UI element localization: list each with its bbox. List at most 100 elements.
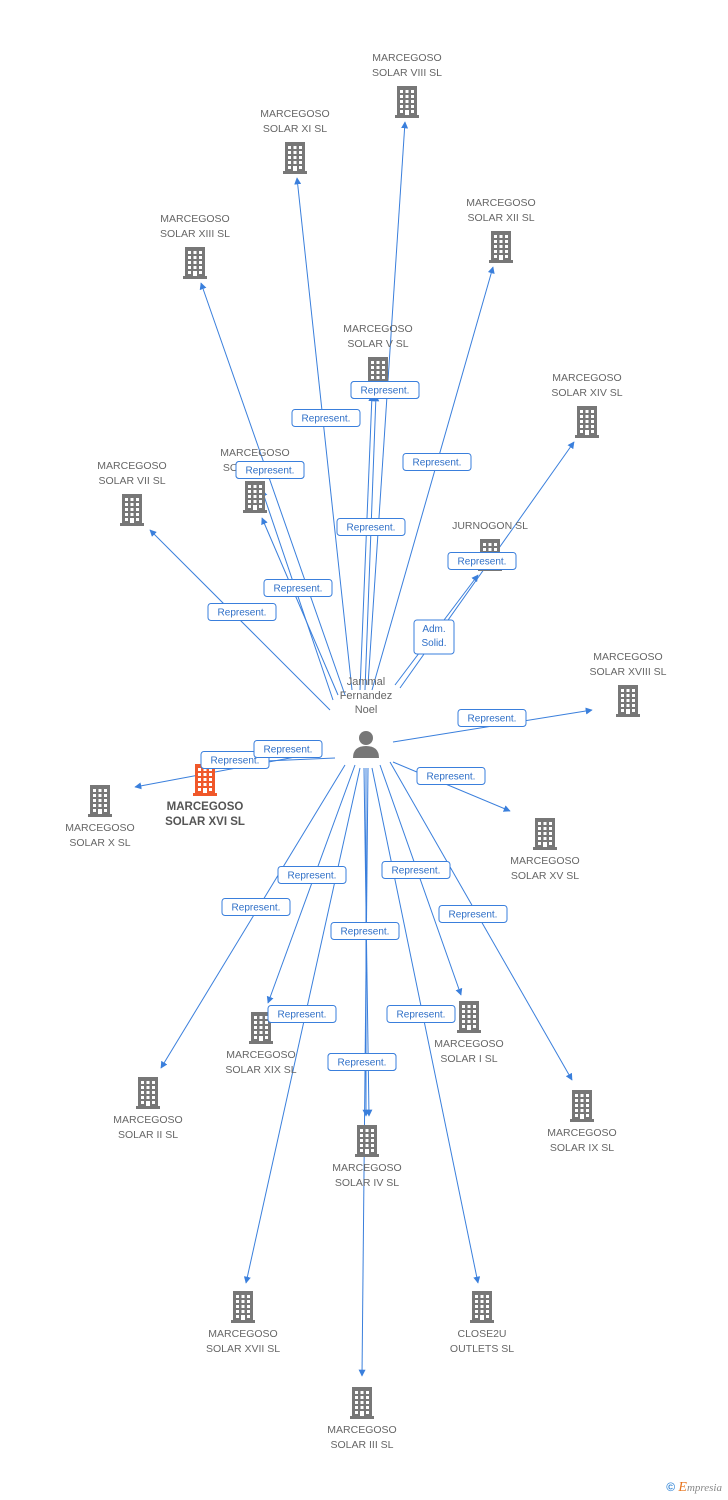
company-label-line: OUTLETS SL: [450, 1343, 514, 1355]
building-icon: [457, 1001, 481, 1033]
building-icon: [395, 86, 419, 118]
edge-label-close2u[interactable]: Represent.: [386, 1005, 456, 1023]
edge-label-xv[interactable]: Represent.: [416, 767, 486, 785]
edge-line-ii: [160, 764, 346, 1069]
edge-label-text: Represent.: [264, 745, 313, 756]
edge-label-text: Solid.: [421, 638, 446, 649]
edge-label-vi[interactable]: Represent.: [235, 461, 305, 479]
edge-line-xi: [294, 177, 353, 691]
company-node-xiii[interactable]: MARCEGOSO SOLAR XIII SL: [160, 213, 230, 279]
edge-line-xvii: [243, 767, 361, 1284]
building-icon: [616, 685, 640, 717]
edge-label-xviii[interactable]: Represent.: [457, 709, 527, 727]
company-label-line: SOLAR V SL: [347, 338, 408, 350]
company-label-line: SOLAR XV SL: [511, 870, 579, 882]
edge-label-v[interactable]: Represent.: [350, 381, 420, 399]
company-label-line: MARCEGOSO: [343, 323, 412, 335]
company-node-ii[interactable]: MARCEGOSO SOLAR II SL: [113, 1077, 183, 1141]
company-node-xvi[interactable]: MARCEGOSO SOLAR XVI SL: [165, 764, 245, 828]
edge-label-vii[interactable]: Represent.: [207, 603, 277, 621]
edge-label-jurnogon[interactable]: Represent.: [447, 552, 517, 570]
company-node-v[interactable]: MARCEGOSO SOLAR V SL: [343, 323, 413, 389]
edge-label-i[interactable]: Represent.: [381, 861, 451, 879]
company-label-line: MARCEGOSO: [208, 1328, 277, 1340]
edge-line-xv: [392, 761, 511, 812]
building-icon: [183, 247, 207, 279]
edge-line-i: [379, 764, 463, 996]
edge-label-ix[interactable]: Represent.: [438, 905, 508, 923]
footer-brand: © Empresia: [666, 1480, 722, 1496]
company-label-line: SOLAR XIII SL: [160, 228, 230, 240]
company-label-line: MARCEGOSO: [593, 651, 662, 663]
company-label-line: MARCEGOSO: [113, 1114, 182, 1126]
building-icon: [533, 818, 557, 850]
edge-label-text: Represent.: [232, 903, 281, 914]
edge-line-xiii: [199, 282, 346, 696]
edge-label-text: Represent.: [278, 1010, 327, 1021]
edge-label-iv[interactable]: Represent.: [327, 1053, 397, 1071]
edge-label-text: Represent.: [288, 871, 337, 882]
edge-label-xi[interactable]: Represent.: [291, 409, 361, 427]
company-label-line: MARCEGOSO: [160, 213, 229, 225]
edge-line-iii: [358, 767, 369, 1377]
edge-label-x[interactable]: Represent.: [200, 751, 270, 769]
edge-label-text: Represent.: [338, 1058, 387, 1069]
edge-label-vi[interactable]: Represent.: [263, 579, 333, 597]
edge-label-iv[interactable]: Represent.: [330, 922, 400, 940]
company-label-line: SOLAR IX SL: [550, 1142, 614, 1154]
company-label-line: MARCEGOSO: [547, 1127, 616, 1139]
person-icon: [353, 731, 379, 758]
edge-label-xix[interactable]: Represent.: [277, 866, 347, 884]
edge-label-xii[interactable]: Represent.: [402, 453, 472, 471]
company-label-line: SOLAR II SL: [118, 1129, 178, 1141]
edge-label-text: Represent.: [211, 756, 260, 767]
company-label-line: MARCEGOSO: [372, 52, 441, 64]
company-label-line: SOLAR XII SL: [467, 212, 534, 224]
building-icon: [570, 1090, 594, 1122]
edge-label-v[interactable]: Represent.: [336, 518, 406, 536]
building-icon: [88, 785, 112, 817]
company-label-line: MARCEGOSO: [65, 822, 134, 834]
person-name-line: Noel: [355, 704, 378, 716]
edge-line-xii: [371, 266, 495, 691]
edge-label-xvi[interactable]: Represent.: [253, 740, 323, 758]
edge-label-text: Represent.: [392, 866, 441, 877]
brand-logo-initial: E: [678, 1480, 687, 1495]
company-label-line: SOLAR VII SL: [98, 475, 165, 487]
company-label-line: MARCEGOSO: [167, 801, 244, 813]
company-label-line: SOLAR XIX SL: [225, 1064, 296, 1076]
building-icon: [470, 1291, 494, 1323]
edge-label-xiv[interactable]: Adm.Solid.: [413, 619, 455, 655]
edge-label-text: Represent.: [458, 557, 507, 568]
company-label-line: JURNOGON SL: [452, 520, 528, 532]
building-icon: [243, 481, 267, 513]
edge-label-xvii[interactable]: Represent.: [267, 1005, 337, 1023]
edge-label-text: Represent.: [274, 584, 323, 595]
edge-label-ii[interactable]: Represent.: [221, 898, 291, 916]
edge-label-text: Represent.: [397, 1010, 446, 1021]
company-node-ix[interactable]: MARCEGOSO SOLAR IX SL: [547, 1090, 617, 1154]
company-label-line: SOLAR XVI SL: [165, 816, 245, 828]
edge-label-text: Represent.: [347, 523, 396, 534]
company-label-line: SOLAR IV SL: [335, 1177, 399, 1189]
edge-line-close2u: [371, 767, 481, 1284]
building-icon: [120, 494, 144, 526]
company-label-line: MARCEGOSO: [327, 1424, 396, 1436]
company-label-line: MARCEGOSO: [434, 1038, 503, 1050]
